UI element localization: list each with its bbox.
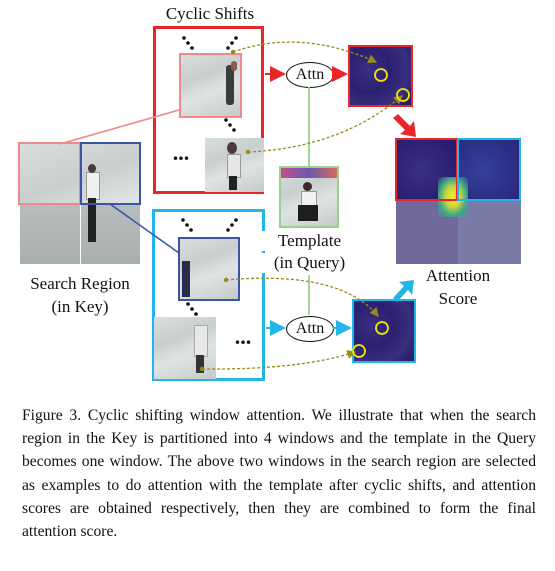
dashed-arc-3 <box>225 277 379 318</box>
top-shifted-window-image <box>179 53 242 118</box>
attn-top: Attn <box>286 62 334 88</box>
yellow-circle-3 <box>375 321 389 335</box>
figure-connectors <box>59 36 416 372</box>
search-region-label-line1: Search Region <box>30 274 130 293</box>
yellow-circle-1 <box>374 68 388 82</box>
dashed-arc-1 <box>232 41 378 63</box>
ellipsis-bottom: ... <box>234 324 252 349</box>
top-shifted-window-image-2 <box>205 138 264 192</box>
top-shift-box <box>153 26 264 194</box>
red-thick-arrow <box>393 114 416 137</box>
cyan-thick-arrow <box>393 280 414 302</box>
pink-connector <box>59 109 180 145</box>
template-image <box>279 166 339 228</box>
blue-connector <box>109 203 180 254</box>
cyclic-shifts-label: Cyclic Shifts <box>165 4 255 23</box>
template-label-line2: (in Query) <box>262 253 357 273</box>
bottom-shifted-window-image-2 <box>154 317 216 379</box>
yellow-circle-4 <box>352 344 366 358</box>
bottom-shifted-window-image <box>178 237 240 301</box>
attention-score-label-line1: Attention <box>425 266 491 285</box>
dashed-arc-4 <box>201 350 357 370</box>
shift-dots <box>181 36 238 316</box>
attention-score-label-line2: Score <box>438 289 478 308</box>
bottom-shift-box <box>152 209 265 381</box>
bottom-attention-map <box>352 299 416 363</box>
search-region-label-line2: (in Key) <box>51 297 109 316</box>
yellow-circle-2 <box>396 88 410 102</box>
dashed-arc-2 <box>247 95 403 153</box>
combined-top-right-border <box>457 138 521 201</box>
template-label-line1: Template <box>262 231 357 251</box>
figure-caption: Figure 3. Cyclic shifting window attenti… <box>22 407 536 541</box>
ellipsis-top: ... <box>172 140 190 165</box>
